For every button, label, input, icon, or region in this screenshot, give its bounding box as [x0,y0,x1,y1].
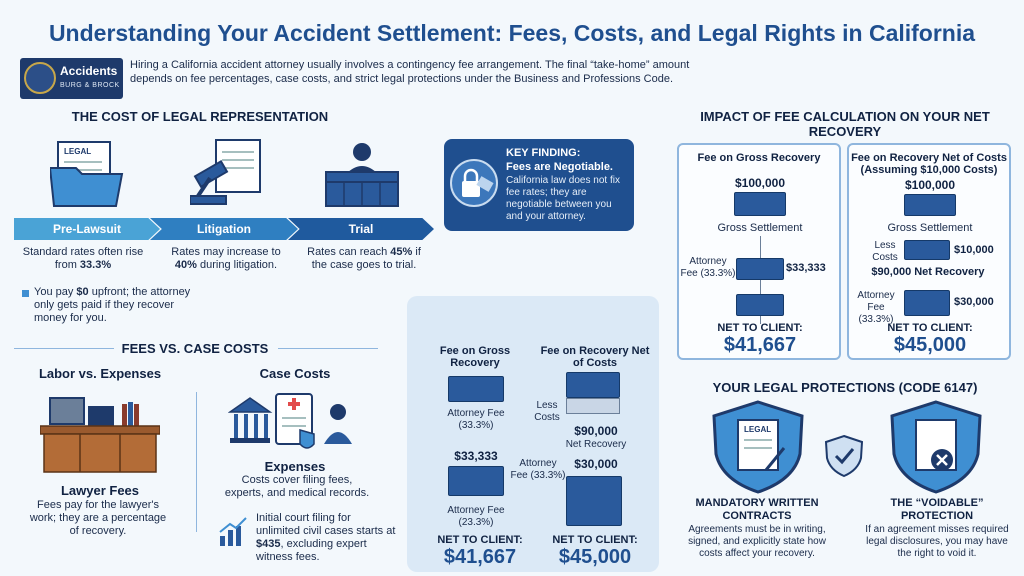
impact-left-box [677,143,841,360]
mid-col2-title: Fee on Recovery Net of Costs [540,345,650,369]
logo-sub: BURG & BROCK [60,82,120,89]
money-stack-icon [736,258,784,280]
check-shield-icon [824,434,864,478]
lawyer-fees-text: Fees pay for the lawyer's work; they are… [29,499,167,537]
stage-pre-lawsuit: Pre-Lawsuit [14,218,160,240]
money-stack-icon [904,290,950,316]
gavel-icon [190,139,261,205]
impact-right-title: Fee on Recovery Net of Costs (Assuming $… [851,152,1007,176]
impact-right-net-label: NET TO CLIENT: [887,322,973,334]
money-stack-icon [566,372,620,398]
mid-attorney-fee-2: Attorney Fee(23.3%) [447,505,505,528]
money-stack-icon [448,376,504,402]
stage-litigation-text: Rates may increase to 40% during litigat… [171,246,281,271]
mid-net-client-value-2: $45,000 [558,546,632,568]
medical-clipboard-icon [275,393,315,449]
desk-icon [40,397,160,473]
key-finding-subheading: Fees are Negotiable. [506,161,613,173]
impact-right-less-value: $10,000 [954,244,994,256]
impact-right-gross-value: $100,000 [904,178,956,192]
expenses-title: Expenses [264,459,326,474]
impact-right-less-label: Less Costs [872,240,898,263]
impact-title: IMPACT OF FEE CALCULATION ON YOUR NET RE… [700,109,990,139]
mid-net-label: Net Recovery [565,439,627,450]
impact-right-net-value: $45,000 [893,334,967,356]
mid-attorney-fee-1: Attorney Fee(33.3%) [447,408,505,431]
shield-doc-label: LEGAL [744,425,771,434]
impact-right-gross-label: Gross Settlement [887,222,973,234]
impact-left-fee-label: Attorney Fee (33.3%) [680,256,736,279]
mid-fee-value-2: $30,000 [574,457,618,471]
case-costs-icons [228,393,352,449]
expenses-text: Costs cover filing fees, experts, and me… [224,474,370,499]
mid-net-value: $90,000 [574,424,618,438]
divider [196,392,197,532]
filing-fee-note: Initial court filing for unlimited civil… [256,512,396,563]
stage-pre-lawsuit-text: Standard rates often rise from 33.3% [22,246,144,271]
money-stack-large-icon [566,476,622,526]
divider [278,348,378,349]
protection-right-text: If an agreement misses required legal di… [865,524,1009,559]
impact-left-gross-value: $100,000 [734,176,786,190]
upfront-note: You pay $0 upfront; the attorney only ge… [34,286,191,324]
mid-fee-value-1: $33,333 [454,449,498,463]
judge-bench-icon [325,143,399,207]
mid-net-client-label-1: NET TO CLIENT: [437,534,523,546]
costs-title: Case Costs [259,366,331,381]
void-shield-icon [890,400,982,494]
page-title: Understanding Your Accident Settlement: … [48,20,976,46]
fees-costs-title: FEES VS. CASE COSTS [121,341,269,356]
protections-title: YOUR LEGAL PROTECTIONS (CODE 6147) [712,380,978,395]
mid-attorney-fee-3: Attorney Fee (33.3%) [510,458,566,481]
money-stack-light-icon [566,398,620,414]
impact-right-net-recovery: $90,000 Net Recovery [871,266,985,278]
growth-chart-icon [219,517,247,546]
middle-comparison-panel [407,296,659,572]
impact-left-gross-label: Gross Settlement [717,222,803,234]
folder-document-icon: LEGAL [50,141,124,207]
lock-tag-icon [450,159,498,207]
divider [14,348,114,349]
expert-person-icon [324,404,352,444]
protection-right-title: THE “VOIDABLE” PROTECTION [890,497,984,522]
mid-net-client-label-2: NET TO CLIENT: [552,534,638,546]
stage-trial-text: Rates can reach 45% if the case goes to … [307,246,421,271]
intro-text: Hiring a California accident attorney us… [130,59,690,85]
impact-left-net-label: NET TO CLIENT: [717,322,803,334]
impact-left-title: Fee on Gross Recovery [697,152,821,164]
impact-right-fee-label: Attorney Fee (33.3%) [857,290,895,325]
protection-left-title: MANDATORY WRITTEN CONTRACTS [695,497,819,522]
key-finding-heading: KEY FINDING: [506,147,581,159]
mid-less-costs: Less Costs [534,400,560,423]
bullet-icon [22,290,29,297]
brand-logo: Accidents BURG & BROCK [20,58,123,99]
money-stack-icon [904,194,956,216]
stage-trial: Trial [288,218,434,240]
seal-icon [24,62,56,94]
impact-left-fee-value: $33,333 [786,262,826,274]
impact-left-net-value: $41,667 [723,334,797,356]
courthouse-icon [228,397,273,443]
money-stack-icon [448,466,504,496]
stage-litigation: Litigation [150,218,298,240]
lawyer-fees-title: Lawyer Fees [60,483,140,498]
contract-shield-icon: LEGAL [712,400,804,494]
protection-left-text: Agreements must be in writing, signed, a… [688,524,826,559]
logo-brand: Accidents [60,64,118,78]
mid-col1-title: Fee on Gross Recovery [439,345,511,369]
key-finding-card: KEY FINDING: Fees are Negotiable. Califo… [444,139,634,231]
labor-title: Labor vs. Expenses [38,366,162,381]
connector-line [760,236,761,324]
cost-section-title: THE COST OF LEGAL REPRESENTATION [71,109,329,124]
money-stack-icon [734,192,786,216]
impact-right-fee-value: $30,000 [954,296,994,308]
folder-doc-label: LEGAL [64,147,91,156]
mid-net-client-value-1: $41,667 [443,546,517,568]
key-finding-text: California law does not fix fee rates; t… [506,175,620,222]
money-stack-icon [904,240,950,260]
money-stack-icon [736,294,784,316]
